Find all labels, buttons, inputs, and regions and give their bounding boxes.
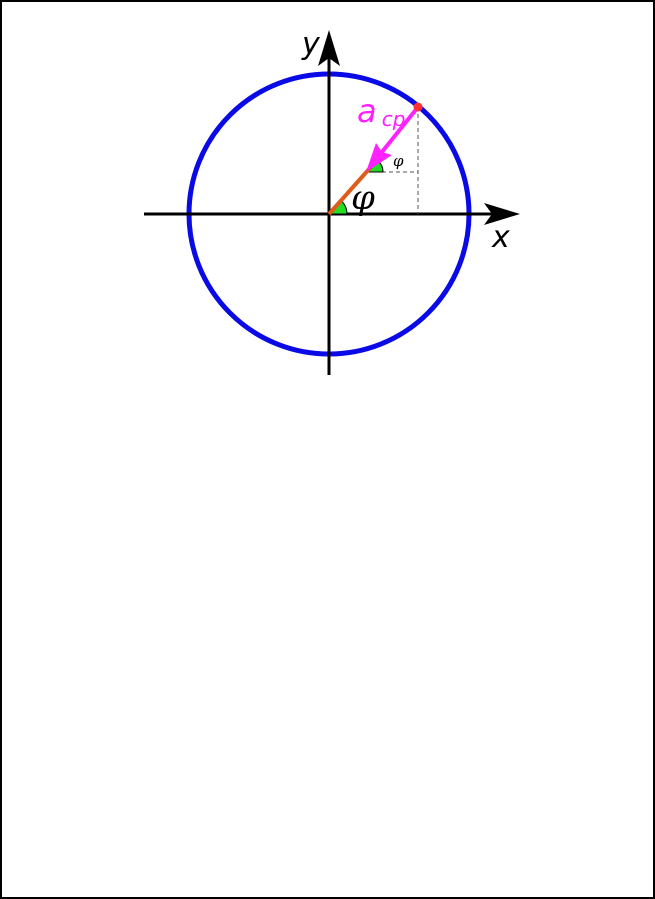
y-axis-label: y (301, 27, 321, 62)
x-axis-label: x (491, 220, 510, 255)
x-axis-arrowhead (484, 203, 520, 225)
acceleration-symbol: a (357, 92, 377, 130)
centripetal-acceleration-arrowhead (366, 143, 392, 172)
acceleration-subscript: cp (382, 107, 406, 131)
moving-point (413, 102, 423, 112)
centripetal-acceleration-vector (380, 105, 420, 154)
y-axis-arrowhead (318, 30, 340, 66)
angle-phi-small-label: φ (393, 152, 404, 170)
radius-segment (327, 166, 372, 216)
angle-phi-label: φ (351, 178, 375, 218)
centripetal-acceleration-label: a cp (357, 92, 405, 131)
